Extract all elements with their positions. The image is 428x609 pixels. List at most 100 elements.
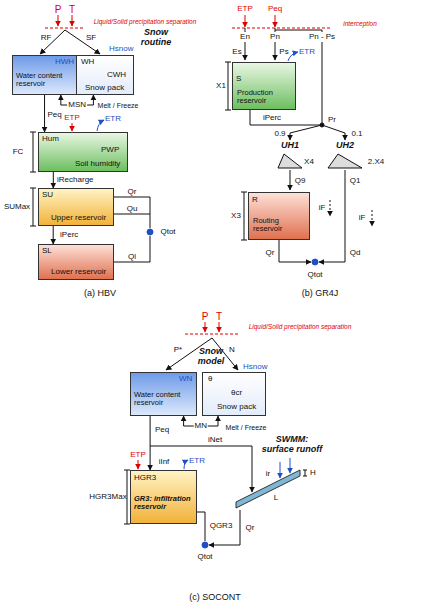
x3-bracket <box>241 192 247 240</box>
flux-label: Snow routine <box>135 28 177 48</box>
flux-label: Qr <box>128 188 137 197</box>
flux-label: T <box>69 4 75 15</box>
flux-label: iPerc <box>59 231 79 240</box>
es-arrow <box>245 42 246 60</box>
flux-label: ETP <box>130 451 146 460</box>
qtot-dot <box>312 259 318 265</box>
flux-label: 0.9 <box>274 130 285 139</box>
flux-label: En <box>240 33 250 42</box>
branch-right <box>322 125 345 140</box>
flux-label: L <box>274 494 278 503</box>
flux-label: RF <box>41 34 52 43</box>
flux-label: FC <box>13 148 24 157</box>
reservoir-box: HsnowWHCWHSnow pack <box>76 55 134 95</box>
split-stubs <box>245 28 322 32</box>
reservoir-text: PWP <box>101 146 119 155</box>
reservoir-text: Production reservoir <box>237 89 293 106</box>
reservoir-text: S <box>236 75 241 84</box>
reservoir-text: Snow pack <box>85 84 124 93</box>
qu-line <box>114 214 150 215</box>
reservoir-box: HsnowθθcrSnow pack <box>202 372 266 416</box>
qgr3-line <box>196 512 205 541</box>
reservoir-text: Water content reservoir <box>134 391 194 408</box>
sumax-bracket <box>30 188 36 226</box>
flux-label: Q1 <box>350 177 361 186</box>
reservoir-text: Hsnow <box>243 363 267 372</box>
reservoir-text: θ <box>208 375 212 384</box>
flux-label: ETR <box>105 115 121 124</box>
flux-label: iF <box>359 214 366 223</box>
flux-label: ETR <box>299 48 315 57</box>
reservoir-box: WN Water content reservoir <box>130 372 197 416</box>
flux-label: Melt / Freeze <box>98 102 139 110</box>
q1-line <box>319 170 345 262</box>
reservoir-box: S Production reservoir <box>232 62 296 110</box>
flux-label: P <box>55 4 62 15</box>
exchange-arrow <box>372 210 373 226</box>
reservoir-text: Hsnow <box>109 45 133 54</box>
flux-label: interception <box>343 20 377 27</box>
rain-arrow <box>58 15 59 26</box>
reservoir-text: Soil humidity <box>75 160 120 169</box>
flux-label: P* <box>174 346 182 355</box>
fc-bracket <box>30 132 36 172</box>
flux-label: Qu <box>127 205 138 214</box>
reservoir-text: HWH <box>55 58 74 67</box>
peq-arrow <box>275 15 276 27</box>
ps-arrow <box>275 42 276 60</box>
flux-label: H <box>310 469 316 478</box>
reservoir-text: HGR3 <box>134 474 156 483</box>
flux-label: Qtot <box>307 271 322 280</box>
height-dimension <box>303 470 307 476</box>
flux-label: MN <box>194 422 208 431</box>
flux-label: HGR3Max <box>89 493 126 502</box>
reservoir-text: R <box>252 196 258 205</box>
flux-label: iInf <box>159 458 170 467</box>
reservoir-text: WN <box>179 375 192 384</box>
reservoir-text: Upper reservoir <box>51 214 106 223</box>
flux-label: Es <box>232 48 241 57</box>
qr-line <box>114 197 150 228</box>
flux-label: ETP <box>237 5 253 14</box>
temp-arrow <box>72 15 73 26</box>
flux-label: X4 <box>304 158 314 167</box>
reservoir-text: Water content reservoir <box>16 72 70 89</box>
flux-label: Liquid/Solid precipitation separation <box>94 18 197 25</box>
flux-label: UH1 <box>281 141 299 151</box>
flux-label: T <box>216 311 222 322</box>
reservoir-text: Routing reservoir <box>253 217 307 234</box>
etr-arrow <box>184 460 188 469</box>
flux-label: Melt / Freeze <box>226 424 267 432</box>
reservoir-text: SL <box>42 247 52 256</box>
flux-connector <box>53 226 54 244</box>
q9-arrow <box>290 170 291 190</box>
panel-caption: (c) SOCONT <box>189 593 241 603</box>
flux-label: N <box>229 346 235 355</box>
flux-label: Snow model <box>194 347 228 367</box>
rain-arrow <box>280 462 281 478</box>
flux-label: 2.X4 <box>368 158 384 167</box>
rain-arrow <box>290 458 291 473</box>
reservoir-text: Lower reservoir <box>51 268 106 277</box>
flux-label: X1 <box>216 82 226 91</box>
flux-label: SUMax <box>4 203 30 212</box>
etp-arrow <box>138 460 139 469</box>
flux-label: iNet <box>208 436 222 445</box>
flux-label: QGR3 <box>210 522 233 531</box>
rf-line <box>40 30 65 54</box>
panel-caption: (a) HBV <box>84 289 116 299</box>
qtot-dot <box>147 229 153 235</box>
panel-caption: (b) GR4J <box>302 289 339 299</box>
reservoir-box: HGR3GR3: infiltration reservoir <box>130 470 197 524</box>
flux-connector <box>53 172 54 188</box>
flux-label: MSN <box>67 101 87 110</box>
flux-label: Pn <box>270 33 280 42</box>
x1-bracket <box>225 62 231 110</box>
flux-label: ETR <box>189 457 205 466</box>
flux-label: SF <box>86 34 96 43</box>
qtot-dot <box>202 542 208 548</box>
flux-label: Qr <box>266 249 275 258</box>
flux-label: P <box>202 311 209 322</box>
branch-left <box>290 125 322 140</box>
flux-label: Qd <box>350 249 361 258</box>
